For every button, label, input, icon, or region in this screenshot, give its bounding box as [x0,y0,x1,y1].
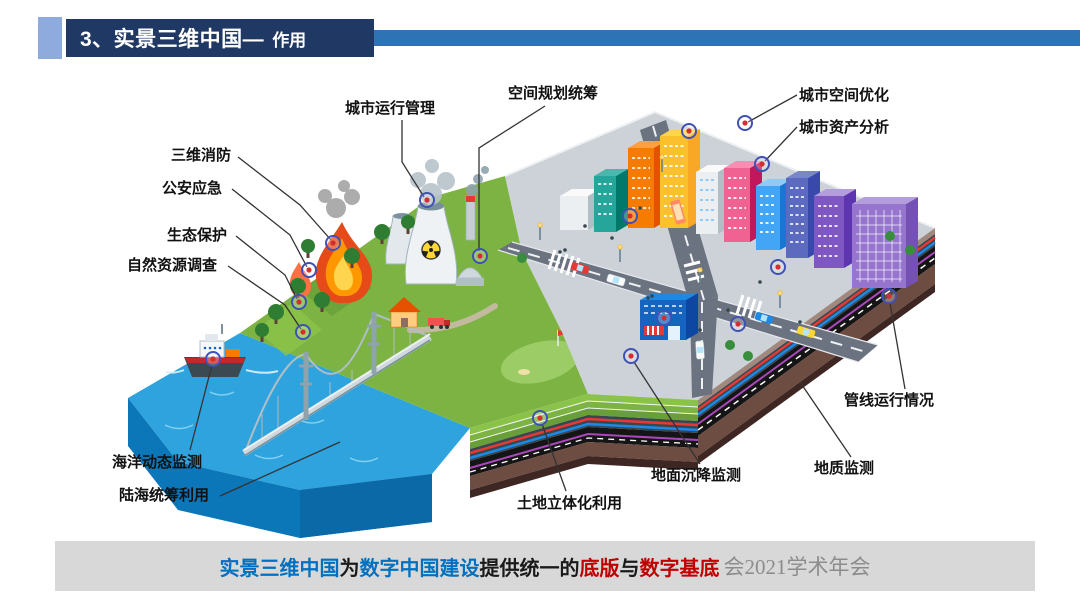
fire-smoke [318,180,360,218]
farm-house [388,297,450,329]
label-urban-space-optimization: 城市空间优化 [799,87,890,104]
callout-marker [881,288,897,304]
label-ground-subsidence-monitoring: 地面沉降监测 [651,467,742,484]
conference-watermark: 会2021学术年会 [723,555,871,579]
callout-marker [295,324,311,340]
building [594,169,628,232]
dirt-path [407,303,498,334]
leader-line [478,105,546,251]
leader-line [219,441,341,497]
header-accent-shape [38,17,62,59]
callout-marker [532,410,548,426]
page-title-suffix: 作用 [272,30,307,50]
label-land-sea-coordination: 陆海统筹利用 [119,487,210,504]
leader-lines [189,94,906,497]
footer-text-segment: 底版 [579,557,620,580]
chimney [465,195,476,241]
radiation-icon [421,240,441,260]
wildfire [289,180,373,304]
footer-text-segment: 数字中国建设 [359,557,480,580]
leader-line [401,120,425,198]
street-lights [537,154,783,308]
label-3d-fire-fighting: 三维消防 [171,147,232,164]
footer-text-segment: 数字基底 [639,557,720,580]
truck [428,318,450,329]
leader-line [764,126,798,162]
callout-marker [325,235,341,251]
label-public-security-emergency: 公安应急 [162,180,223,197]
building [852,197,918,288]
leader-line [889,302,906,390]
label-geological-monitoring: 地质监测 [814,460,875,477]
callout-markers [205,115,897,426]
label-ecological-protection: 生态保护 [167,227,228,244]
footer-banner: 实景三维中国 为 数字中国建设 提供统一的 底版 与 数字基底 会2021学术年… [55,541,1035,591]
buildings [560,129,918,288]
label-marine-dynamic-monitoring: 海洋动态监测 [112,454,203,471]
callout-marker [770,259,786,275]
vehicles [570,199,816,360]
suspension-bridge [242,312,432,457]
building [814,189,856,268]
leader-line [747,94,798,123]
callout-marker [730,316,746,332]
page-title: 3、实景三维中国— [80,28,265,51]
callout-marker [622,208,638,224]
callout-marker [623,348,639,364]
footer-text-segment: 为 [339,557,360,580]
callout-marker [737,115,753,131]
label-pipeline-operation-status: 管线运行情况 [844,392,935,409]
leader-line [189,364,213,451]
label-urban-asset-analysis: 城市资产分析 [799,119,890,136]
label-city-operation-management: 城市运行管理 [345,100,436,117]
shop-door [668,326,680,340]
bridge-deck [242,334,432,456]
callout-marker [754,156,770,172]
wave-lines [164,391,379,463]
leader-line [235,235,298,300]
callout-marker [205,351,221,367]
footer-text-segment: 提供统一的 [479,557,580,580]
sand-bunker [518,369,530,375]
pedestrians [558,206,802,332]
leader-line [231,188,308,268]
callout-marker [472,248,488,264]
leader-line [227,265,302,330]
callout-marker [419,192,435,208]
callout-marker [301,262,317,278]
trees [255,215,915,361]
leader-line [541,423,567,492]
callout-marker [291,294,307,310]
title-box: 3、实景三维中国— 作用 [66,19,374,57]
chimney-smoke [466,166,489,196]
crosswalk [547,249,581,278]
leader-line [237,156,332,241]
nuclear-plant [385,159,489,286]
label-land-3d-utilization: 土地立体化利用 [517,495,623,512]
callout-marker [656,310,672,326]
reactor-dome [457,267,483,279]
header-rule [372,30,1080,46]
leader-line [633,361,701,465]
crosswalk [735,294,763,321]
label-spatial-planning-coordination: 空间规划统筹 [508,85,599,102]
footer-text-segment: 实景三维中国 [219,557,340,580]
footer-text-segment: 与 [619,557,640,580]
leader-line [799,381,852,458]
label-natural-resource-survey: 自然资源调查 [127,257,218,274]
callout-marker [681,123,697,139]
